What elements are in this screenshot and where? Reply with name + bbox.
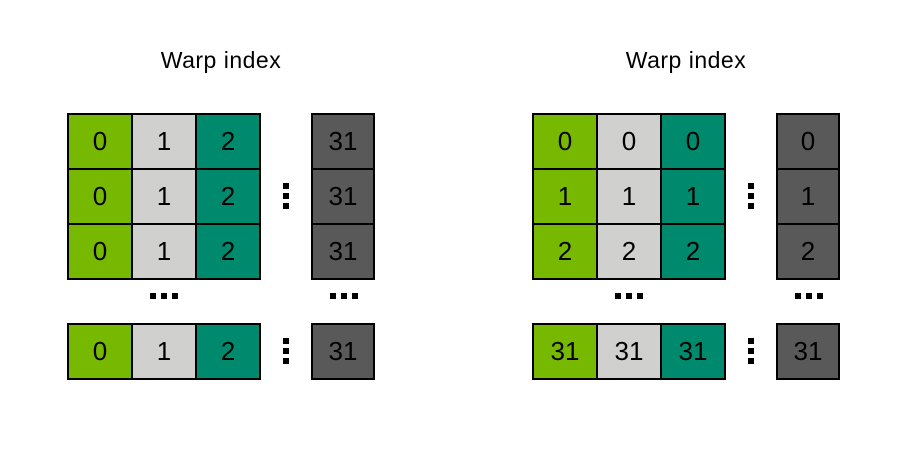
grid-cell: 1 [532, 168, 598, 225]
grid-cell: 1 [776, 168, 840, 225]
grid-cell: 2 [195, 223, 261, 280]
grid-cell: 1 [660, 168, 726, 225]
grid-cell: 31 [596, 323, 662, 380]
grid-cell: 2 [195, 168, 261, 225]
bottom-side-cell: 31 [776, 323, 840, 380]
grid-cell: 2 [776, 223, 840, 280]
grid-cell: 0 [532, 113, 598, 170]
grid-cell: 1 [131, 223, 197, 280]
horizontal-ellipsis-icon [330, 293, 358, 299]
grid-cell: 31 [311, 223, 375, 280]
vertical-ellipsis-icon [283, 183, 289, 209]
grid-cell: 1 [596, 168, 662, 225]
warp-index-diagram-right: Warp index 0 0 0 1 1 1 2 2 2 0 1 2 31 31… [532, 0, 840, 453]
grid-cell: 1 [131, 168, 197, 225]
horizontal-ellipsis-icon [795, 293, 823, 299]
grid-cell: 31 [660, 323, 726, 380]
grid-cell: 2 [532, 223, 598, 280]
thread-grid: 0 0 0 1 1 1 2 2 2 [532, 113, 726, 280]
grid-cell: 2 [195, 323, 261, 380]
grid-cell: 0 [660, 113, 726, 170]
grid-cell: 31 [776, 323, 840, 380]
grid-cell: 0 [67, 168, 133, 225]
grid-cell: 1 [131, 323, 197, 380]
grid-cell: 31 [311, 168, 375, 225]
grid-cell: 0 [776, 113, 840, 170]
grid-cell: 2 [195, 113, 261, 170]
grid-cell: 31 [311, 323, 375, 380]
grid-cell: 0 [67, 223, 133, 280]
horizontal-ellipsis-icon [150, 293, 178, 299]
vertical-ellipsis-icon [748, 338, 754, 364]
vertical-ellipsis-icon [748, 183, 754, 209]
diagram-title: Warp index [625, 47, 747, 73]
grid-cell: 0 [596, 113, 662, 170]
grid-cell: 31 [532, 323, 598, 380]
grid-cell: 31 [311, 113, 375, 170]
grid-cell: 2 [596, 223, 662, 280]
warp-index-diagram-left: Warp index 0 1 2 0 1 2 0 1 2 31 31 31 0 … [67, 0, 375, 453]
grid-cell: 0 [67, 113, 133, 170]
bottom-side-cell: 31 [311, 323, 375, 380]
horizontal-ellipsis-icon [615, 293, 643, 299]
grid-cell: 0 [67, 323, 133, 380]
grid-cell: 1 [131, 113, 197, 170]
side-column: 31 31 31 [311, 113, 375, 280]
grid-cell: 2 [660, 223, 726, 280]
vertical-ellipsis-icon [283, 338, 289, 364]
bottom-row: 0 1 2 [67, 323, 261, 380]
thread-grid: 0 1 2 0 1 2 0 1 2 [67, 113, 261, 280]
bottom-row: 31 31 31 [532, 323, 726, 380]
diagram-title: Warp index [160, 47, 282, 73]
side-column: 0 1 2 [776, 113, 840, 280]
